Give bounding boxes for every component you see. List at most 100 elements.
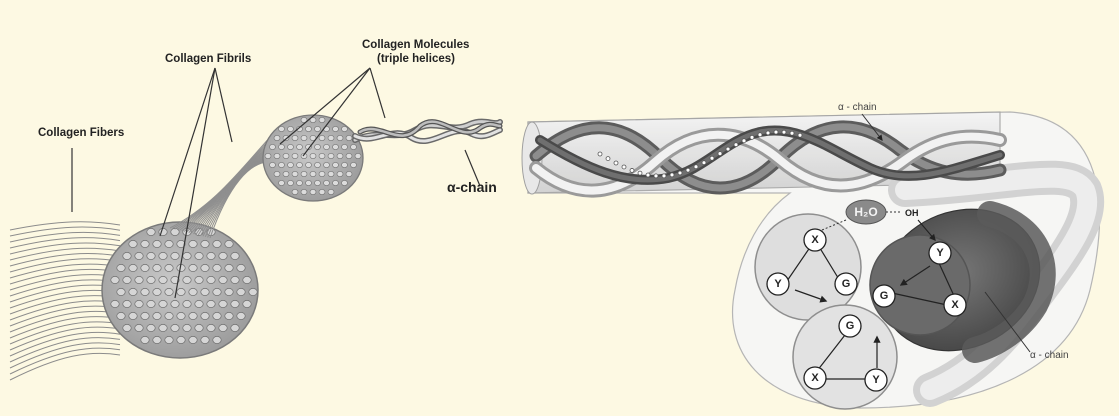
fibril-dot — [153, 288, 161, 295]
bond-dot — [622, 165, 626, 169]
fibril-dot — [201, 264, 209, 271]
fiber-strand-line — [10, 343, 120, 368]
fibril-dot — [171, 252, 179, 259]
bond-dot — [606, 157, 610, 161]
bond-dot — [758, 133, 762, 137]
fibril-dot — [195, 324, 203, 331]
molecule-dot — [292, 171, 298, 176]
molecule-dot — [265, 153, 271, 158]
molecule-dot — [315, 162, 321, 167]
fibril-dot — [201, 312, 209, 319]
fibril-dot — [243, 276, 251, 283]
fibril-dot — [219, 324, 227, 331]
molecule-dot — [288, 126, 294, 131]
bond-dot — [790, 131, 794, 135]
fibril-dot — [189, 240, 197, 247]
fibril-dot — [183, 276, 191, 283]
triad-3-label-x: X — [811, 372, 819, 384]
fibril-dot — [225, 264, 233, 271]
triad-1-label-x: X — [811, 234, 819, 246]
fibril-dot — [195, 276, 203, 283]
fibril-dot — [129, 288, 137, 295]
fibril-dot — [147, 276, 155, 283]
fibril-dot — [117, 312, 125, 319]
fibril-dot — [147, 228, 155, 235]
molecule-dot — [306, 180, 312, 185]
fibril-dot — [231, 324, 239, 331]
fibril-dot — [123, 300, 131, 307]
molecule-dot — [274, 135, 280, 140]
fibril-dot — [153, 336, 161, 343]
molecule-dot — [337, 135, 343, 140]
molecule-dot — [283, 171, 289, 176]
fibril-dot — [123, 252, 131, 259]
label-collagen-fibers: Collagen Fibers — [38, 127, 124, 139]
collagen-hierarchy-figure: Collagen Fibers Collagen Fibrils Collage… — [10, 39, 500, 380]
molecule-dot — [306, 126, 312, 131]
fibril-dot — [123, 324, 131, 331]
molecule-dot — [346, 135, 352, 140]
triad-2-label-x: X — [951, 299, 959, 311]
fiber-strand-line — [10, 306, 120, 326]
fiber-strand-line — [10, 238, 120, 248]
bond-dot — [742, 139, 746, 143]
fibril-dot — [225, 288, 233, 295]
fiber-strand-line — [10, 232, 120, 242]
bond-dot — [630, 168, 634, 172]
bond-dot — [726, 147, 730, 151]
fibril-dot — [171, 324, 179, 331]
triad-1-label-g: G — [842, 278, 851, 290]
bond-dot — [678, 171, 682, 175]
fibril-dot — [213, 240, 221, 247]
fibril-dot — [141, 336, 149, 343]
fibril-dot — [129, 264, 137, 271]
fibril-dot — [135, 300, 143, 307]
fibril-dot — [249, 288, 257, 295]
molecule-dot — [351, 162, 357, 167]
fibril-dot — [147, 252, 155, 259]
bond-dot — [782, 130, 786, 134]
bond-dot — [734, 143, 738, 147]
triple-helix-rope — [355, 122, 500, 141]
bond-dot — [614, 161, 618, 165]
molecule-dot — [346, 153, 352, 158]
fibril-dot — [183, 324, 191, 331]
bond-dot — [686, 168, 690, 172]
molecule-dot — [328, 171, 334, 176]
molecule-dot — [324, 162, 330, 167]
fibril-dot — [147, 300, 155, 307]
triad-3-label-y: Y — [872, 374, 880, 386]
molecule-dot — [351, 144, 357, 149]
fibril-dot — [129, 240, 137, 247]
fibril-dot — [189, 336, 197, 343]
molecule-dot — [315, 180, 321, 185]
label-alpha-chain-bottom: α - chain — [1030, 350, 1069, 361]
fibril-dot — [177, 336, 185, 343]
fibril-dot — [123, 276, 131, 283]
molecule-dot — [297, 162, 303, 167]
fibril-dot — [159, 276, 167, 283]
bond-dot — [638, 171, 642, 175]
bond-dot — [774, 130, 778, 134]
molecule-dot — [288, 162, 294, 167]
fibril-dot — [231, 300, 239, 307]
molecule-dot — [342, 180, 348, 185]
molecule-dot — [297, 180, 303, 185]
fibril-dot — [159, 300, 167, 307]
fibril-dot — [225, 312, 233, 319]
molecule-dot — [337, 171, 343, 176]
fibril-dot — [171, 300, 179, 307]
molecule-dot — [279, 126, 285, 131]
triple-helix-molecular-figure: X Y G Y G X G X Y — [522, 102, 1100, 409]
molecule-dot — [301, 171, 307, 176]
bond-dot — [670, 173, 674, 177]
bond-dot — [654, 174, 658, 178]
fibril-dot — [189, 312, 197, 319]
fibril-dot — [159, 324, 167, 331]
fibril-dot — [141, 312, 149, 319]
molecule-dot — [270, 162, 276, 167]
molecule-dot — [342, 144, 348, 149]
fibril-dot — [117, 288, 125, 295]
fibril-dot — [153, 312, 161, 319]
